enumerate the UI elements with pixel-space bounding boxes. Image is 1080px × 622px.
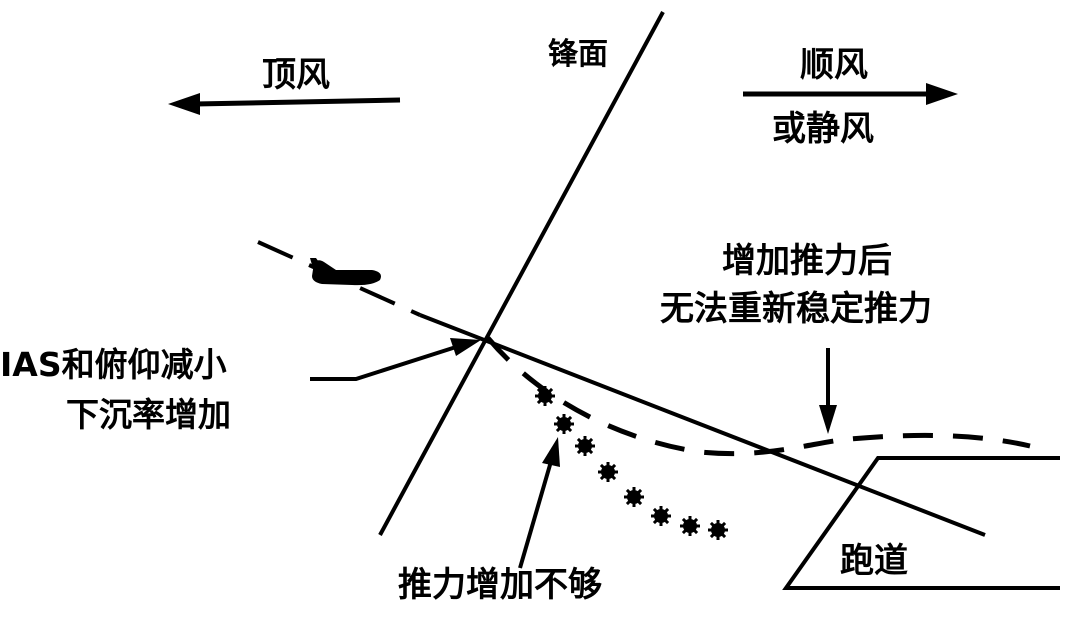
thrust-ok-label-line2: 无法重新稳定推力 <box>660 289 932 329</box>
airplane-icon <box>310 258 381 286</box>
thrust-dot-spike <box>562 415 573 426</box>
tailwind-arrow <box>743 83 958 105</box>
tailwind-label-line1: 顺风 <box>800 45 868 85</box>
thrust-ok-label-line1: 增加推力后 <box>722 241 892 281</box>
thrust-low-label: 推力增加不够 <box>398 565 602 605</box>
thrust-dot-spike <box>583 437 594 448</box>
glide-slope <box>257 240 986 537</box>
thrust-dot-spike <box>606 463 617 474</box>
ias-label-line1: IAS和俯仰减小 <box>0 345 227 384</box>
thrust-dot-spike <box>543 387 554 398</box>
ias-pointer-arrow <box>310 338 481 381</box>
runway-outline <box>782 456 1060 590</box>
headwind-label: 顶风 <box>262 55 330 95</box>
headwind-arrow <box>168 93 401 115</box>
insufficient-thrust-path <box>535 386 728 540</box>
front-label: 锋面 <box>548 37 608 72</box>
ias-label-line2: 下沉率增加 <box>66 395 231 434</box>
thrust-low-pointer-arrow <box>518 437 560 569</box>
flight-path-dashed <box>486 336 1031 457</box>
thrust-ok-pointer-arrow <box>819 348 837 434</box>
thrust-dot-spike <box>716 521 727 532</box>
front-line <box>378 11 665 536</box>
thrust-dot-spike <box>632 488 643 499</box>
tailwind-label-line2: 或静风 <box>772 109 874 149</box>
thrust-dot-spike <box>659 507 670 518</box>
runway-label: 跑道 <box>840 541 908 581</box>
thrust-dot-spike <box>688 517 699 528</box>
